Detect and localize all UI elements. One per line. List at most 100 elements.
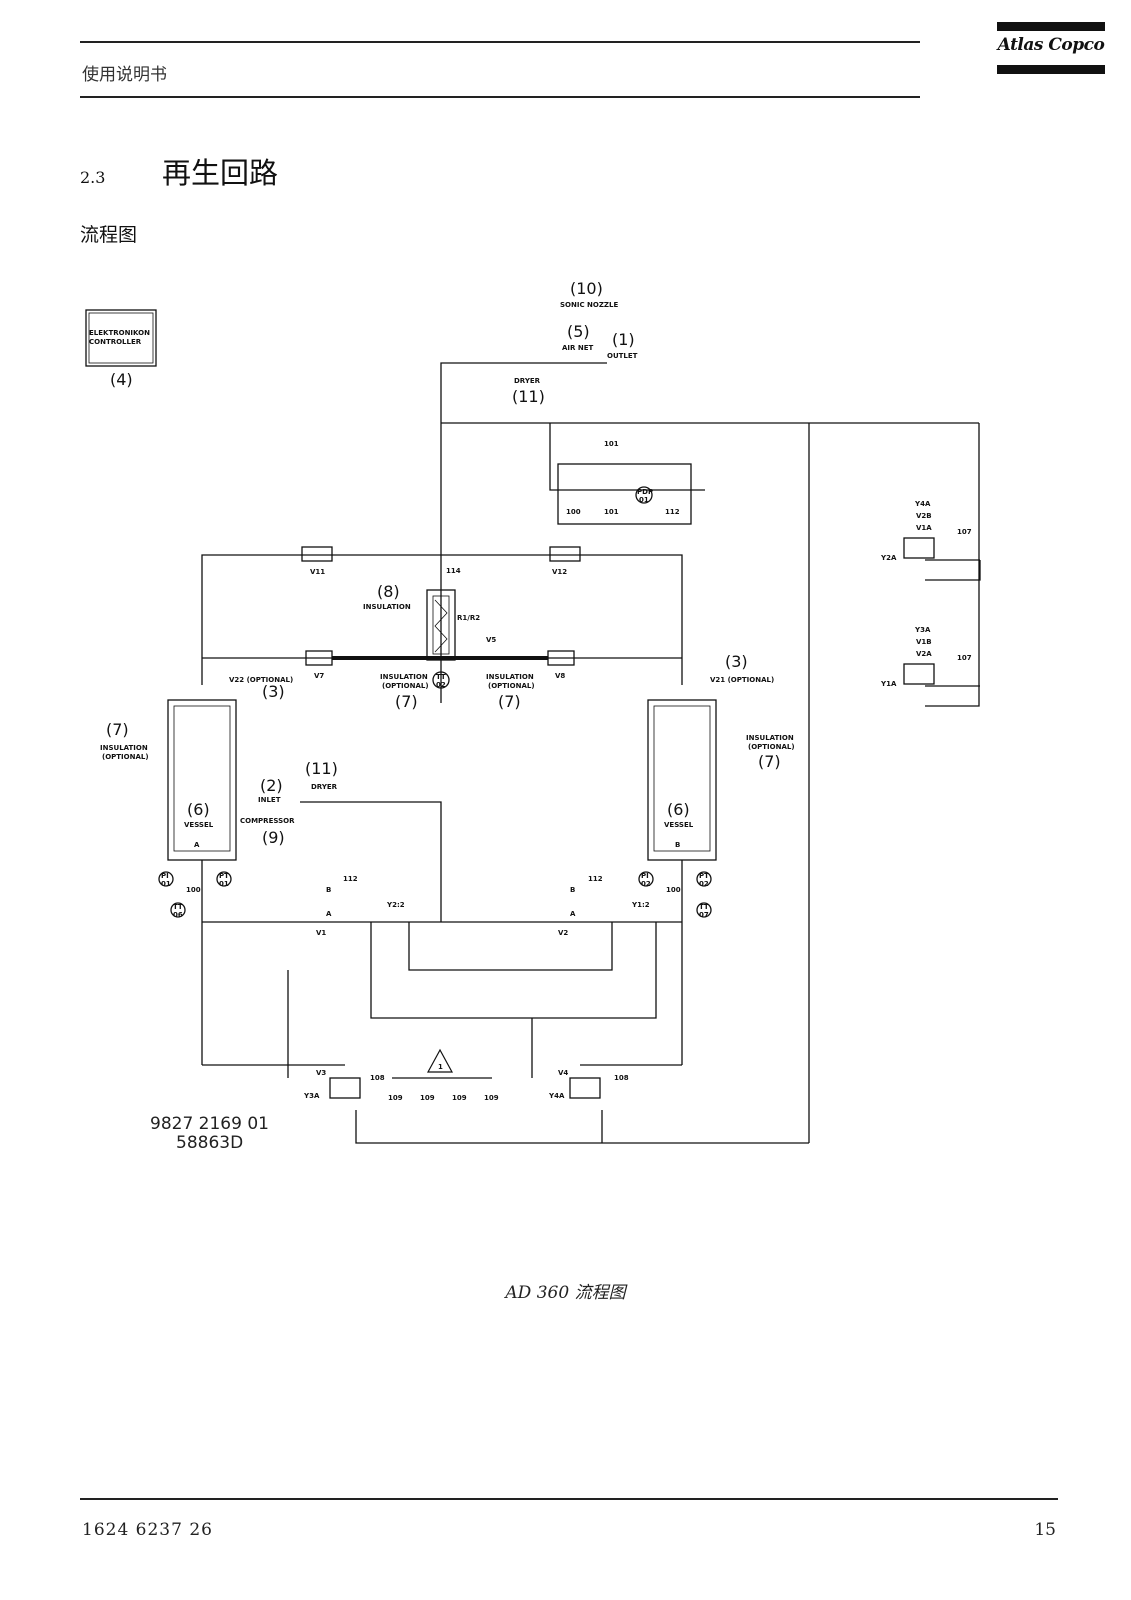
flow-diagram: (10) (5) (1) (4) (11) (8) (3) (3) (7) (7… [85,279,981,1153]
label-dryer-mid: DRYER [311,783,338,791]
figure-caption: AD 360 流程图 [505,1283,626,1303]
tag-100-b: 100 [666,886,681,894]
label-v12: V12 [552,568,567,576]
gauge-pdp: PDP [637,488,653,496]
callout-10: (10) [570,279,603,298]
label-stack-y3a: Y3A [914,626,931,634]
label-insulation: INSULATION [363,603,411,611]
tag-109-1: 109 [388,1094,403,1102]
gauge-pt02-num: 02 [699,880,709,888]
callout-6a: (6) [187,800,210,819]
callout-5: (5) [567,322,590,341]
vessel-a [167,699,237,861]
label-outlet: OUTLET [607,352,638,360]
gauge-pt01-num: 01 [219,880,229,888]
label-y2a: Y2A [880,554,897,562]
tag-112-b: 112 [588,875,603,883]
label-v21: V21 (OPTIONAL) [710,676,774,684]
label-dryer-top: DRYER [514,377,541,385]
callout-3a: (3) [262,682,285,701]
instrument-box [557,463,692,525]
label-v3: V3 [316,1069,326,1077]
label-ins-opt-1b: INSULATION [486,673,534,681]
gauge-tt07: TT [699,903,709,911]
gauge-tt02-num: 02 [436,681,446,689]
tag-107-upper: 107 [957,528,972,536]
label-vessel-b-id: B [675,841,680,849]
callout-8: (8) [377,582,400,601]
page-number: 15 [1034,1520,1056,1540]
label-controller-1: ELEKTRONIKON [89,329,150,337]
label-ins-opt-1d: INSULATION [746,734,794,742]
label-vessel-b: VESSEL [664,821,694,829]
label-air-net: AIR NET [562,344,593,352]
label-ins-opt-2c: (OPTIONAL) [102,753,149,761]
tag-100-box: 100 [566,508,581,516]
label-stack-v1b: V1B [916,638,932,646]
label-ins-opt-2d: (OPTIONAL) [748,743,795,751]
callout-1: (1) [612,330,635,349]
label-v4: V4 [558,1069,568,1077]
pipe-bottom-return [355,1110,809,1144]
label-ins-opt-1a: INSULATION [380,673,428,681]
label-ins-opt-1c: INSULATION [100,744,148,752]
warning-number: 1 [438,1063,443,1071]
port-b-1: B [326,886,331,894]
tag-109-3: 109 [452,1094,467,1102]
tag-101-top: 101 [604,440,619,448]
drawing-code: 58863D [176,1133,243,1153]
pipe-inlet [300,801,442,922]
label-y2-2: Y2:2 [386,901,405,909]
callout-2: (2) [260,776,283,795]
gauge-tt02: TT [436,673,446,681]
callout-7b: (7) [395,692,418,711]
tag-107-lower: 107 [957,654,972,662]
footer-rule [80,1498,1058,1500]
label-v11: V11 [310,568,325,576]
label-inlet: INLET [258,796,281,804]
callout-4: (4) [110,370,133,389]
tag-108-b: 108 [614,1074,629,1082]
controller-box [85,309,157,367]
gauge-tt06-num: 06 [173,911,183,919]
label-vessel-a: VESSEL [184,821,214,829]
pipe-outlet [440,362,607,703]
gauge-tt07-num: 07 [699,911,709,919]
header-rule-top [80,41,920,43]
callout-9: (9) [262,828,285,847]
tag-112-a: 112 [343,875,358,883]
label-r1r2: R1/R2 [457,614,480,622]
gauge-tt06: TT [173,903,183,911]
label-v5: V5 [486,636,496,644]
tag-109-2: 109 [420,1094,435,1102]
tag-108-a: 108 [370,1074,385,1082]
header-rule-bottom [80,96,920,98]
label-vessel-a-id: A [194,841,200,849]
gauge-pdp-num: 01 [639,496,649,504]
label-v2: V2 [558,929,568,937]
callout-7d: (7) [758,752,781,771]
gauge-pt02: PT [699,872,709,880]
section-name: 再生回路 [162,156,279,190]
document-type: 使用说明书 [82,65,167,85]
warning-triangle [426,1048,454,1073]
port-a-1: A [326,910,332,918]
tag-100-a: 100 [186,886,201,894]
gauge-pi02-num: 02 [641,880,651,888]
gauge-pi01-num: 01 [161,880,171,888]
callout-6b: (6) [667,800,690,819]
callout-3b: (3) [725,652,748,671]
label-stack-v1a: V1A [916,524,932,532]
vessel-b [647,699,717,861]
callout-11a: (11) [512,387,545,406]
tag-114: 114 [446,567,461,575]
tag-112-box: 112 [665,508,680,516]
port-b-2: B [570,886,575,894]
logo-text: Atlas Copco [997,35,1105,55]
label-v22: V22 (OPTIONAL) [229,676,293,684]
label-stack-y4a: Y4A [914,500,931,508]
label-sonic-nozzle: SONIC NOZZLE [560,301,618,309]
gauge-pi01: PI [161,872,169,880]
callout-11b: (11) [305,759,338,778]
label-v1: V1 [316,929,326,937]
